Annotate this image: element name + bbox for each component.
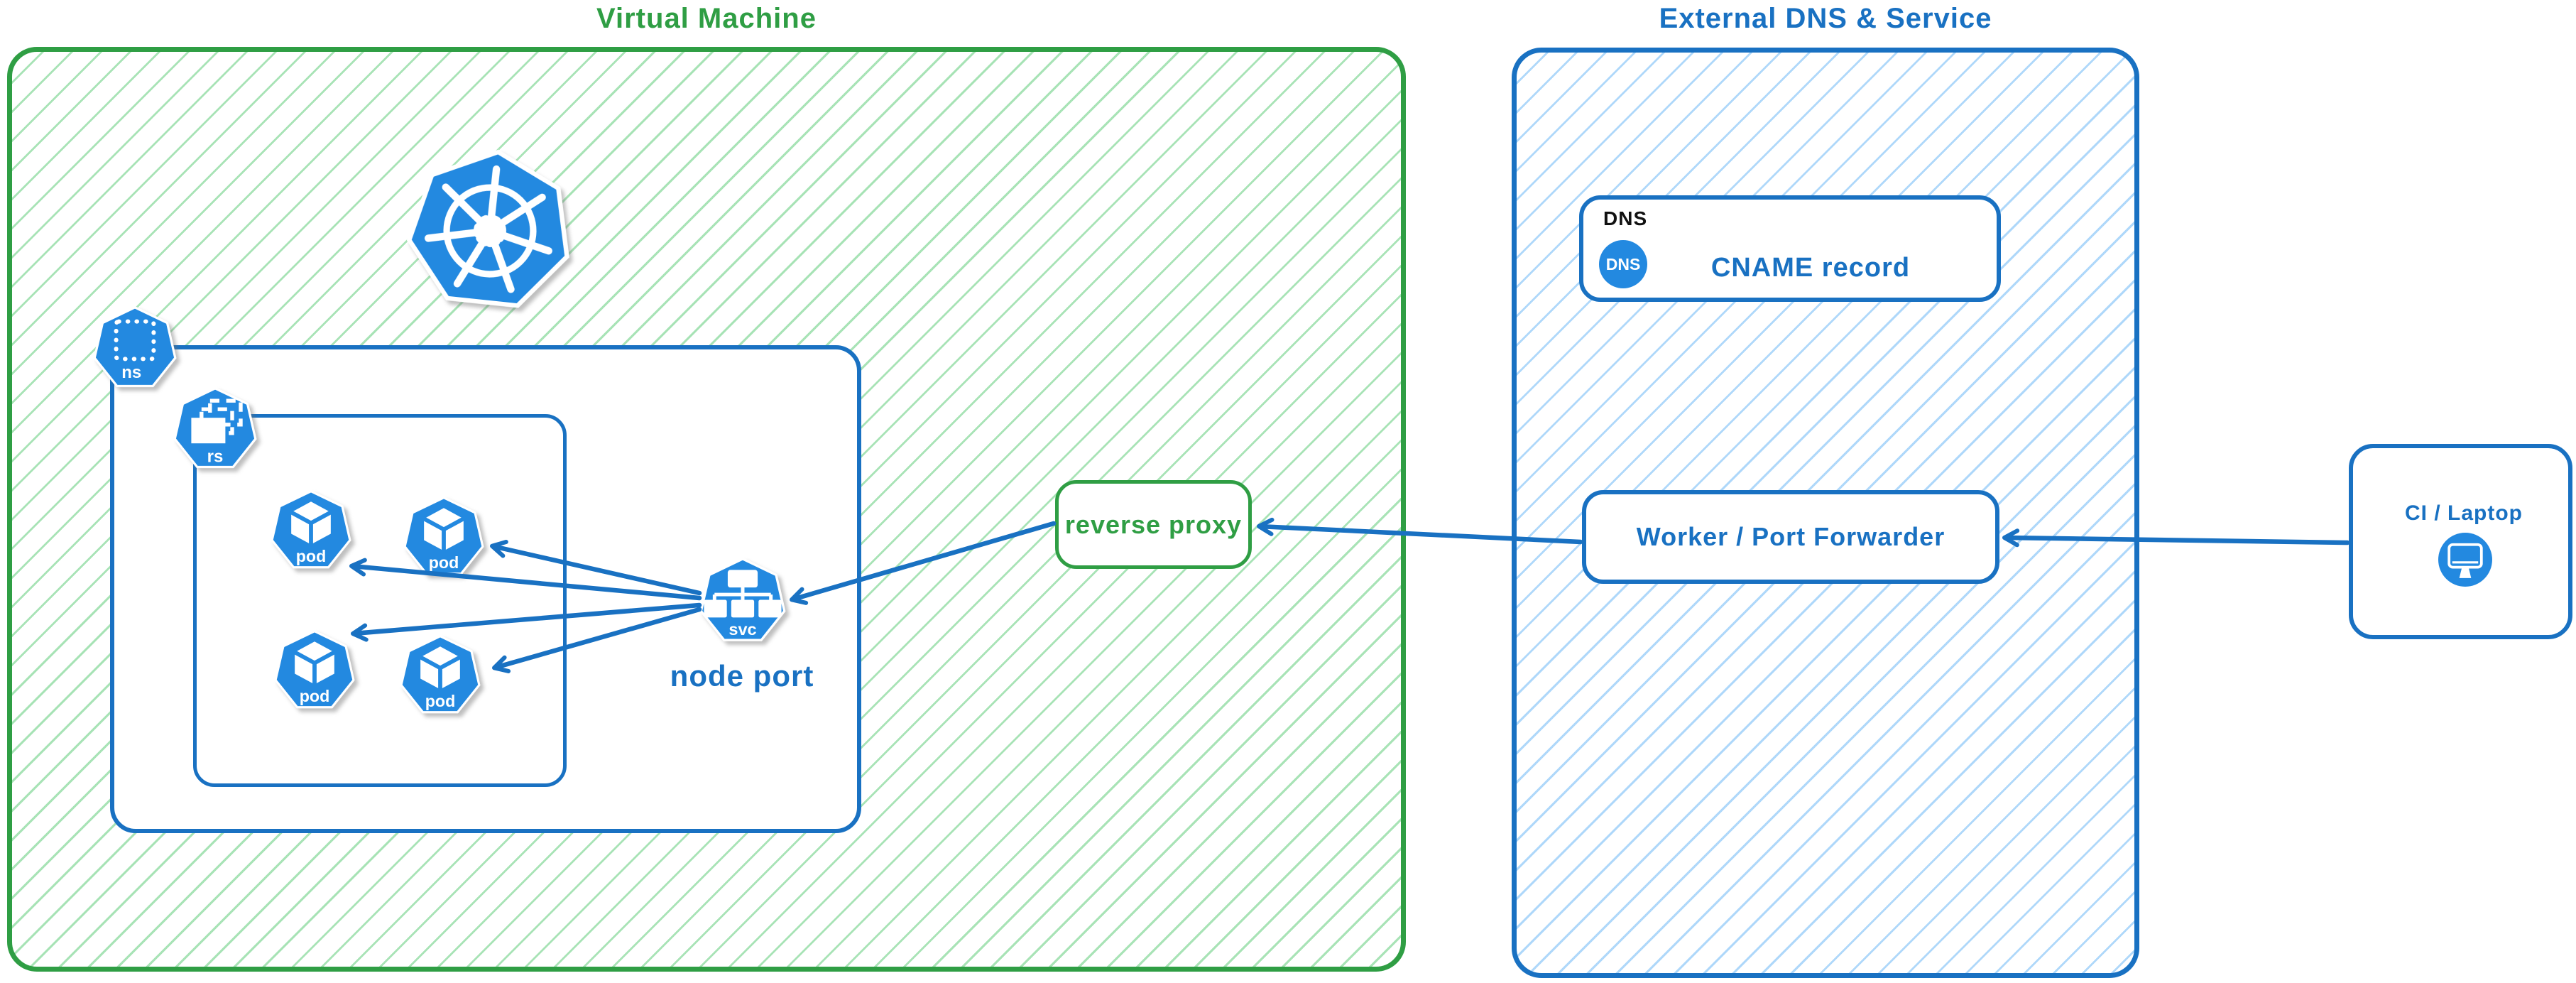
pod-icon-2[interactable]: pod [403,496,485,579]
dns-badge-icon: DNS [1599,240,1647,288]
replicaset-icon[interactable]: rs [173,387,258,472]
pod-4-glyph: pod [418,646,462,710]
namespace-glyph: ns [114,319,156,382]
pod-4-label: pod [425,692,456,710]
replicaset-icon-label: rs [207,447,224,467]
monitor-glyph [2447,543,2483,578]
pod-1-label: pod [296,547,327,565]
service-icon-label: svc [728,620,756,639]
service-icon[interactable]: svc [699,558,787,646]
node-port-label[interactable]: node port [670,659,814,693]
namespace-icon-label: ns [121,363,141,382]
kubernetes-logo-icon[interactable] [398,141,582,320]
virtual-machine-title[interactable]: Virtual Machine [596,3,817,34]
reverse-proxy-box[interactable]: reverse proxy [1055,480,1252,569]
laptop-monitor-icon [2438,533,2492,587]
dns-badge-label: DNS [1605,254,1641,273]
pod-2-label: pod [429,553,459,572]
pod-1-glyph: pod [289,501,333,565]
worker-port-forwarder-box[interactable]: Worker / Port Forwarder [1582,490,1999,584]
pod-2-glyph: pod [422,508,466,572]
service-glyph: svc [704,570,782,639]
external-dns-service-title[interactable]: External DNS & Service [1659,3,1992,34]
replicaset-glyph: rs [191,398,243,467]
dns-record-box[interactable] [1579,195,2001,302]
dns-tag-label: DNS [1603,207,1648,229]
cname-record-label: CNAME record [1710,253,1911,283]
pod-icon-1[interactable]: pod [270,490,352,572]
pod-icon-4[interactable]: pod [399,635,481,717]
replicaset-box[interactable] [193,414,567,787]
kubernetes-wheel-glyph [425,165,552,293]
pod-icon-3[interactable]: pod [273,630,356,712]
namespace-icon[interactable]: ns [92,306,178,391]
reverse-proxy-label: reverse proxy [1064,509,1243,539]
worker-port-forwarder-label: Worker / Port Forwarder [1636,522,1945,551]
pod-3-glyph: pod [293,641,337,705]
ci-laptop-label: CI / Laptop [2405,501,2523,525]
pod-3-label: pod [300,687,330,705]
